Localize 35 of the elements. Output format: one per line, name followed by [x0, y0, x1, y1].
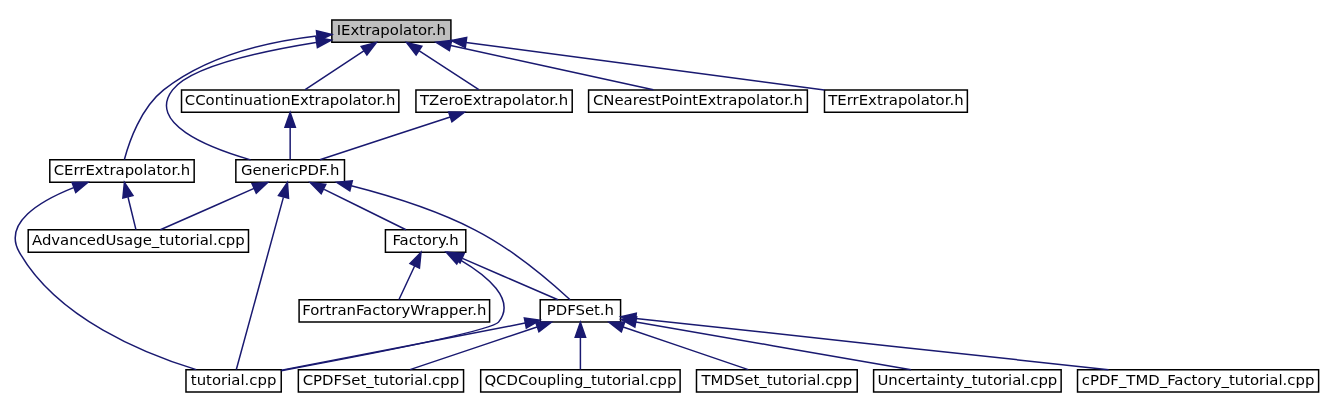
arrow — [334, 179, 571, 300]
arrow — [283, 109, 297, 160]
node-box: cPDF_TMD_Factory_tutorial.cpp — [1076, 368, 1320, 393]
node-box: GenericPDF.h — [235, 158, 346, 183]
node-box: FortranFactoryWrapper.h — [298, 298, 491, 323]
node-box: CNearestPointExtrapolator.h — [587, 88, 809, 113]
node-box: Uncertainty_tutorial.cpp — [872, 368, 1062, 393]
arrow — [404, 40, 480, 90]
arrow — [409, 320, 554, 370]
arrow — [398, 249, 422, 300]
arrow — [235, 179, 290, 370]
arrow — [574, 319, 587, 370]
arrow — [433, 39, 655, 91]
node-box: TMDSet_tutorial.cpp — [695, 368, 858, 393]
arrow — [308, 180, 407, 231]
node-box: TZeroExtrapolator.h — [415, 88, 573, 113]
node-box: CPDFSet_tutorial.cpp — [297, 368, 465, 393]
node-box: CContinuationExtrapolator.h — [180, 88, 400, 113]
node-box: QCDCoupling_tutorial.cpp — [479, 368, 681, 393]
arrow — [449, 35, 826, 91]
node-box: IExtrapolator.h — [331, 18, 452, 43]
node-box: TErrExtrapolator.h — [823, 88, 969, 113]
arrow — [319, 110, 467, 161]
node-box: Factory.h — [384, 228, 467, 253]
arrow — [14, 181, 197, 370]
arrow — [304, 40, 379, 90]
arrow — [159, 181, 270, 231]
node-box: AdvancedUsage_tutorial.cpp — [27, 228, 250, 253]
arrow — [280, 316, 543, 371]
node-box: tutorial.cpp — [185, 368, 282, 393]
arrow — [606, 320, 749, 370]
arrow — [122, 179, 137, 230]
node-box: PDFSet.h — [539, 298, 622, 323]
arrow — [165, 35, 334, 161]
node-box: CErrExtrapolator.h — [49, 158, 195, 183]
